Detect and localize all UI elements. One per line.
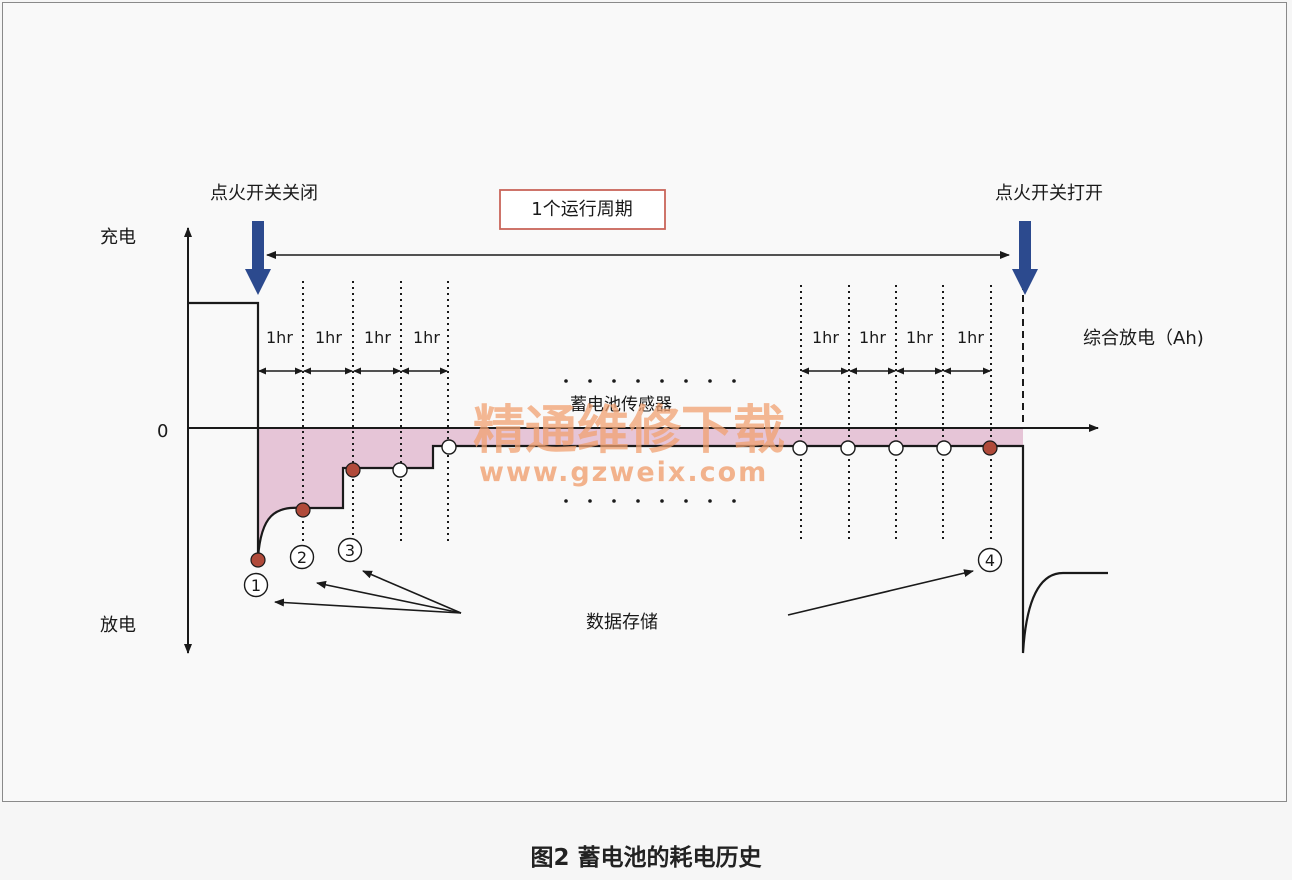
measurement-point [936, 440, 952, 456]
hour-label: 1hr [957, 328, 984, 347]
battery-discharge-diagram: 1hr 1hr 1hr 1hr 1hr 1hr 1hr 1hr 1个运行周期 点… [100, 183, 1204, 654]
marker-1: 1 [243, 572, 269, 598]
svg-text:3: 3 [345, 541, 355, 560]
svg-text:4: 4 [985, 551, 995, 570]
measurement-point [792, 440, 808, 456]
sensor-dots-top [564, 379, 736, 383]
svg-text:1: 1 [251, 576, 261, 595]
hour-label: 1hr [906, 328, 933, 347]
zero-label: 0 [157, 421, 168, 442]
hour-label: 1hr [315, 328, 342, 347]
ignition-on-arrow-icon [1012, 221, 1038, 295]
hour-label: 1hr [812, 328, 839, 347]
hour-label: 1hr [859, 328, 886, 347]
data-storage-arrows [274, 569, 974, 616]
cycle-label: 1个运行周期 [531, 199, 632, 220]
stored-data-point [295, 502, 311, 518]
marker-4: 4 [977, 547, 1003, 573]
cumulative-discharge-label: 综合放电（Ah) [1083, 328, 1204, 349]
battery-charge-curve [188, 301, 1108, 654]
sensor-label: 蓄电池传感器 [570, 395, 672, 415]
watermark-title: 精通维修下载 [473, 400, 785, 461]
figure-frame: 1hr 1hr 1hr 1hr 1hr 1hr 1hr 1hr 1个运行周期 点… [2, 2, 1287, 802]
ignition-off-arrow-icon [245, 221, 271, 295]
svg-text:2: 2 [297, 548, 307, 567]
measurement-point [888, 440, 904, 456]
ignition-off-label: 点火开关关闭 [210, 183, 318, 204]
hour-dividers [302, 281, 992, 543]
hour-label: 1hr [364, 328, 391, 347]
hour-label: 1hr [413, 328, 440, 347]
sensor-dots-bottom [564, 499, 736, 503]
stored-data-point [982, 440, 998, 456]
ignition-on-label: 点火开关打开 [995, 183, 1103, 204]
measurement-point [441, 439, 457, 455]
charge-label: 充电 [100, 227, 136, 248]
data-storage-label: 数据存储 [586, 612, 658, 633]
hour-label: 1hr [266, 328, 293, 347]
cycle-label-box [499, 189, 666, 230]
watermark-url: www.gzweix.com [479, 457, 768, 488]
discharge-label: 放电 [100, 615, 136, 636]
marker-3: 3 [337, 537, 363, 563]
stored-data-point [250, 552, 266, 568]
figure-caption: 图2 蓄电池的耗电历史 [530, 845, 762, 871]
marker-2: 2 [289, 544, 315, 570]
measurement-point [840, 440, 856, 456]
stored-data-point [345, 462, 361, 478]
measurement-point [392, 462, 408, 478]
